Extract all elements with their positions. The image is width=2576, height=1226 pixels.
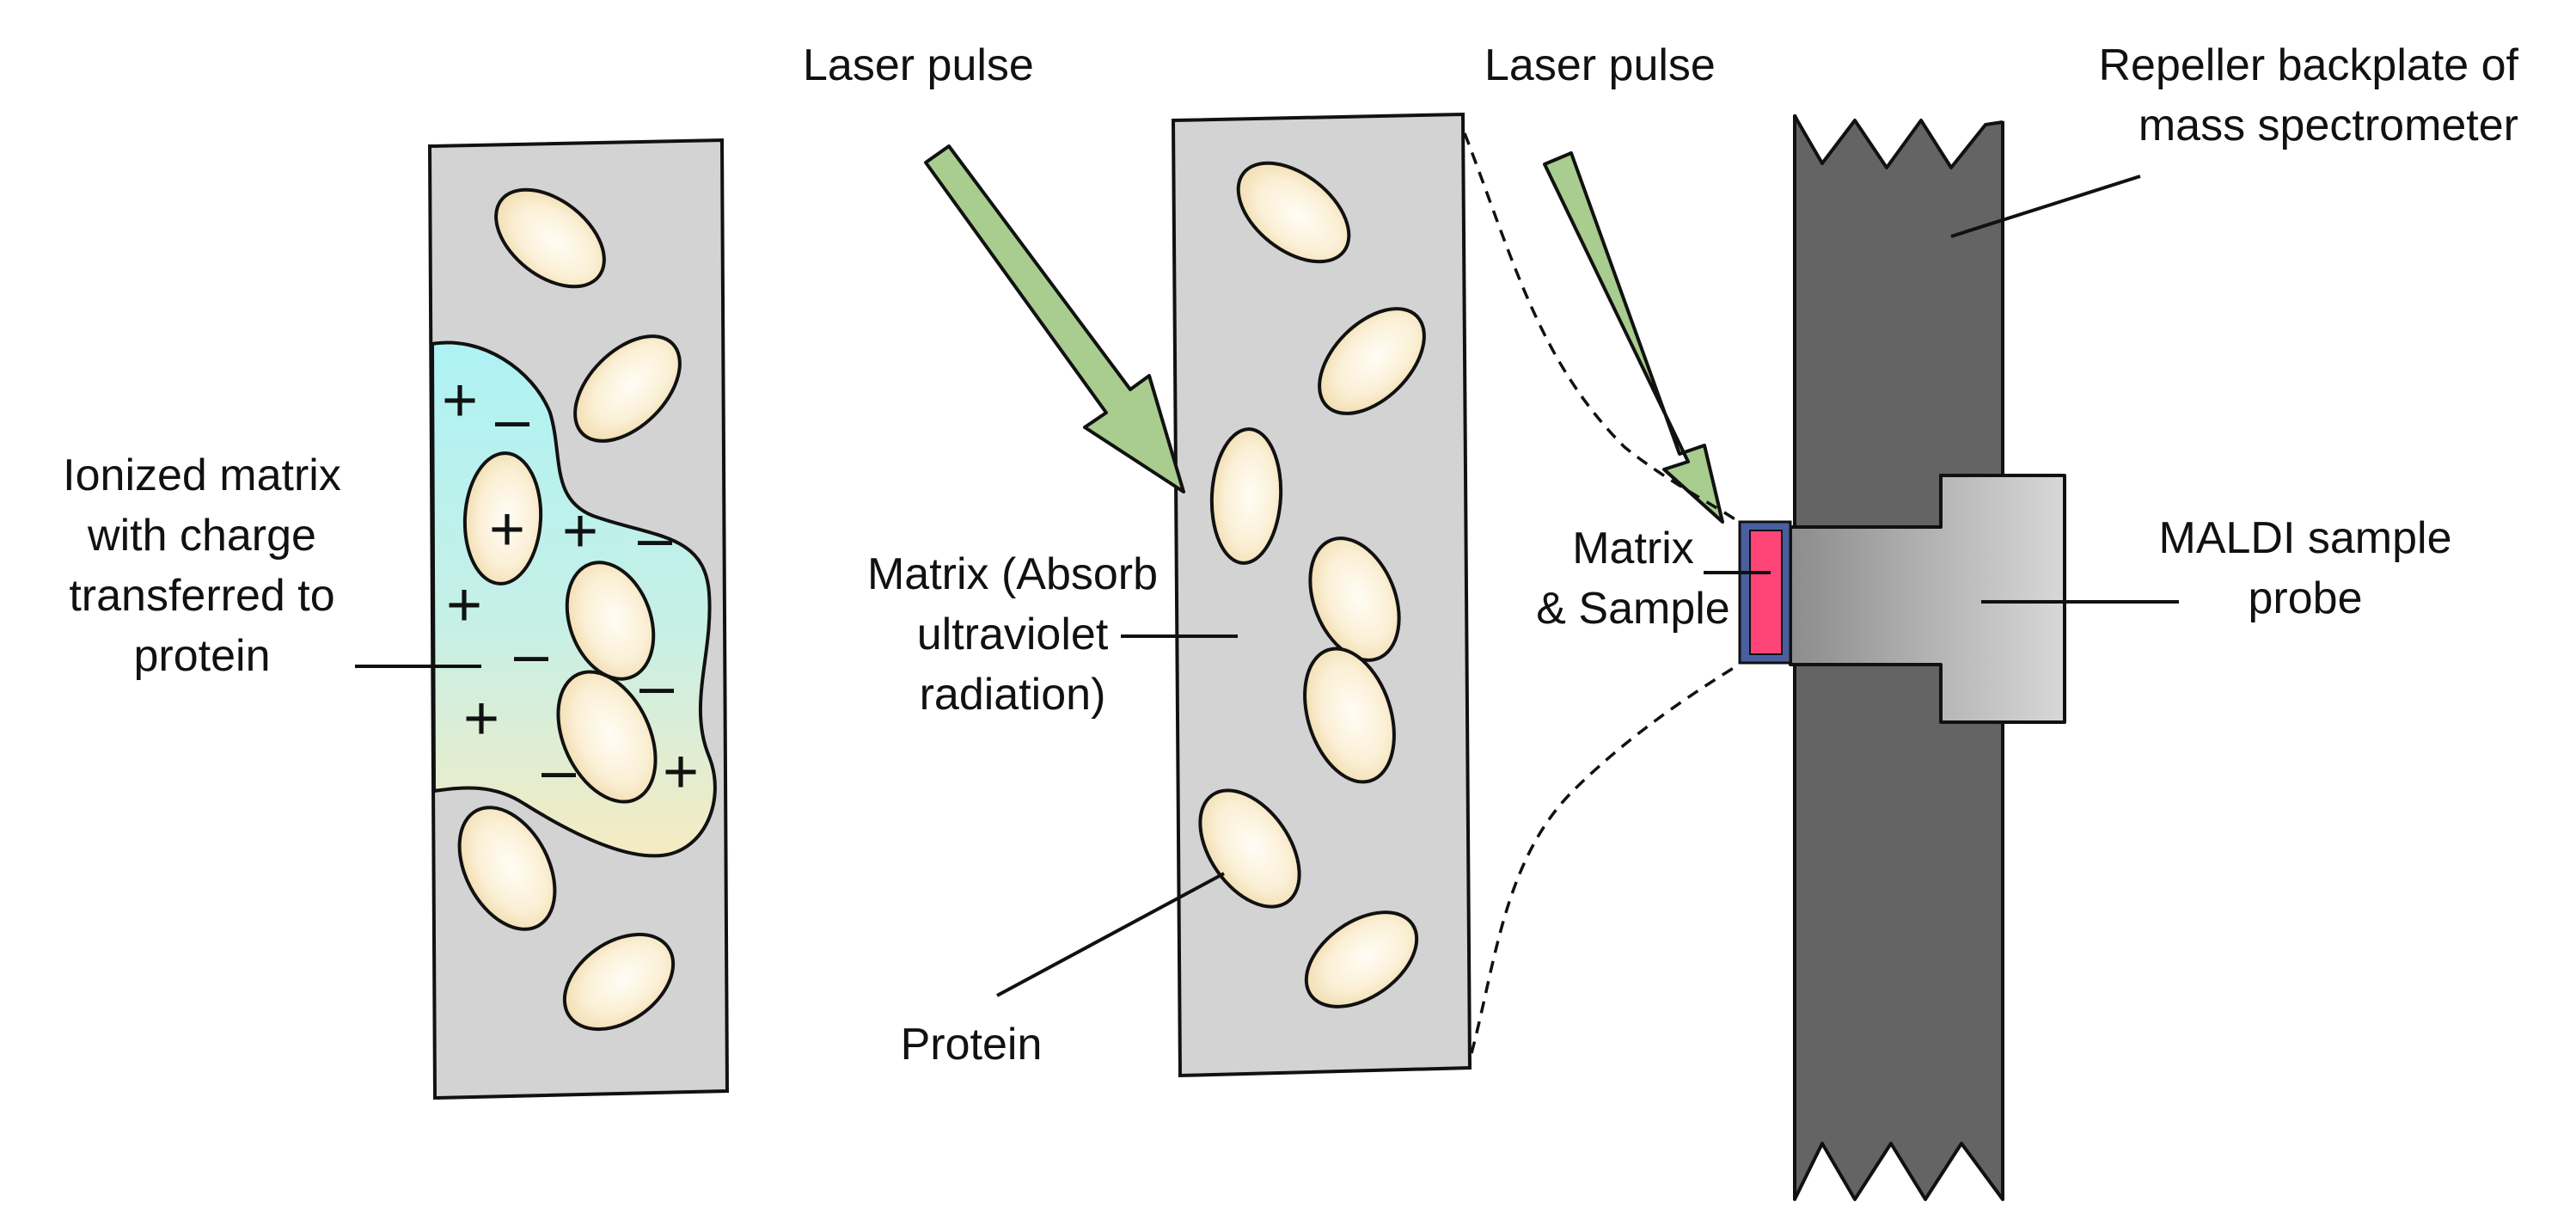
plus-sign: + [446,571,482,640]
protein-oval [565,561,656,681]
matrix-label-line1: Matrix (Absorb [867,549,1158,599]
backplate-top-notches [1790,103,2007,168]
protein-leader-line [996,872,1225,997]
matrix-sample-label-line2: & Sample [1536,584,1729,634]
ionized-label-line1: Ionized matrix [63,451,341,500]
protein-oval [1236,161,1351,264]
protein-oval [556,670,658,804]
minus-sign: – [542,736,577,805]
protein-oval [1209,427,1283,565]
text-labels: Laser pulse Laser pulse Repeller backpla… [63,40,2518,1070]
laser-pulse-arrow-right [1543,151,1724,524]
repeller-label-line2: mass spectrometer [2139,101,2518,150]
protein-oval [1304,910,1419,1008]
plus-sign: + [489,495,525,564]
protein-oval [457,806,557,931]
probe-label-line2: probe [2249,573,2363,623]
protein-oval [573,334,682,443]
ionized-slab: + – + + – + – + – – + [355,138,730,1100]
matrix-label-line2: ultraviolet [917,610,1109,659]
repeller-label-line1: Repeller backplate of [2098,40,2518,90]
matrix-sample-spot [1749,530,1783,655]
zoom-dashed-line-top [1463,132,1737,522]
minus-sign: – [639,652,675,720]
laser-pulse-label-right: Laser pulse [1484,40,1716,90]
protein-oval [494,187,606,289]
ionized-label-line3: transferred to [69,571,334,621]
zoom-dashed-line-bottom [1470,665,1737,1054]
protein-oval [1308,536,1401,662]
plus-sign: + [663,738,699,806]
probe-label-line1: MALDI sample [2159,513,2452,563]
middle-slab-group [996,112,1472,1078]
laser-pulse-arrow-left [924,144,1185,493]
minus-sign: – [514,620,549,689]
plus-sign: + [442,366,478,435]
plus-sign: + [562,497,598,566]
matrix-sample-label-line1: Matrix [1572,524,1694,573]
protein-oval [1303,647,1396,784]
laser-pulse-label-left: Laser pulse [803,40,1034,90]
protein-oval [1318,307,1426,415]
protein-oval [562,932,676,1032]
backplate-top-edge [1793,114,2004,169]
protein-oval [462,451,543,585]
ionized-label-line4: protein [134,631,271,681]
ionized-label-line2: with charge [87,511,316,561]
protein-oval [1198,788,1301,909]
minus-sign: – [495,385,530,454]
matrix-label-line3: radiation) [920,670,1106,720]
charge-symbols: + – + + – + – + – – + [442,366,699,806]
repeller-leader-line [1950,175,2141,238]
protein-label: Protein [901,1020,1043,1070]
minus-sign: – [638,504,673,573]
plus-sign: + [463,684,499,753]
maldi-sample-probe [1789,474,2066,724]
